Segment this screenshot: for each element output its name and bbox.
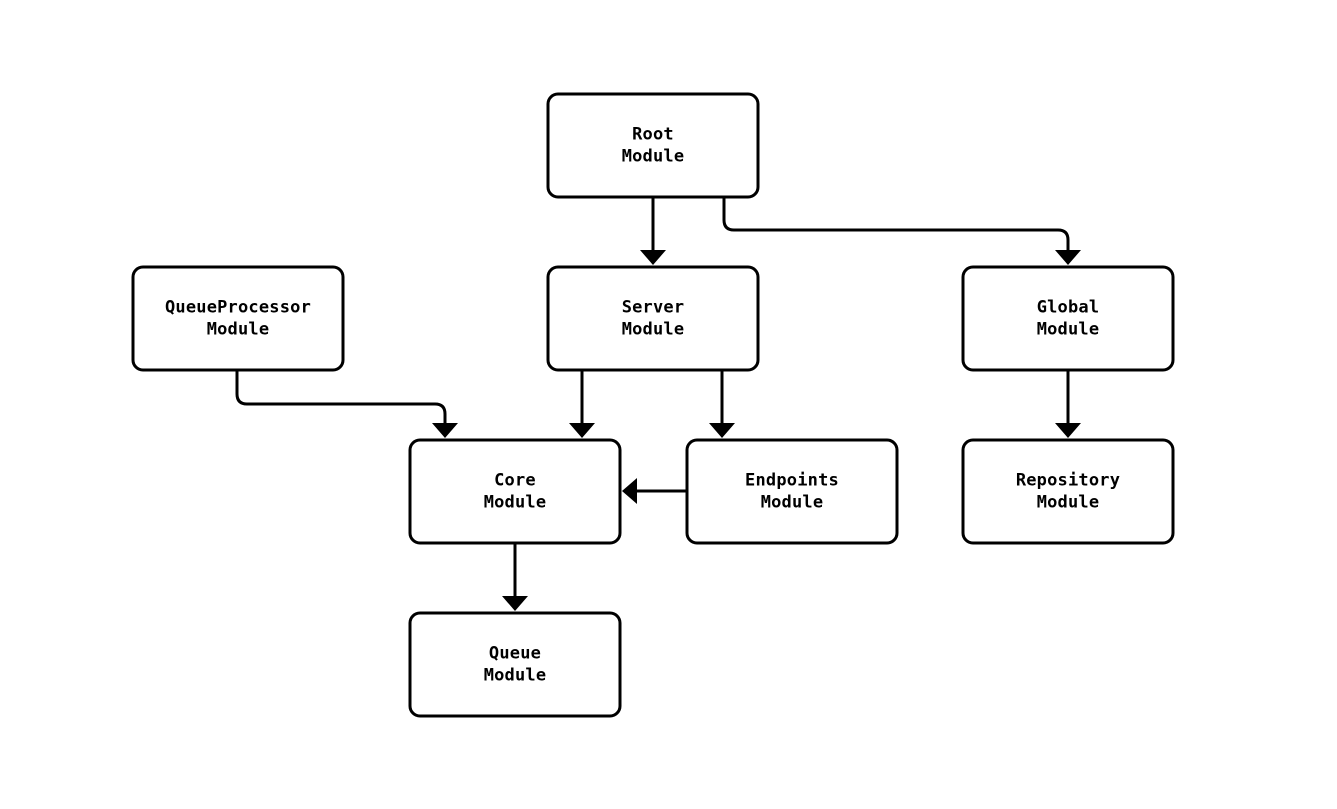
edge-root-to-global-line <box>722 197 1070 250</box>
server-module-node-shape[interactable] <box>546 265 760 372</box>
edge-global-to-repository <box>1055 370 1081 438</box>
server-module-node-label-line1: Server <box>622 298 685 318</box>
edge-server-to-endpoints-arrowhead-icon <box>709 423 735 438</box>
endpoints-module-node-label-line1: Endpoints <box>745 471 839 491</box>
root-module-node-shape[interactable] <box>546 92 760 199</box>
repository-module-node-shape[interactable] <box>961 438 1175 545</box>
edge-server-to-core-arrowhead-icon <box>569 423 595 438</box>
edge-server-to-endpoints <box>709 370 735 438</box>
core-module-node-label-line2: Module <box>484 493 547 513</box>
root-module-node-label-line1: Root <box>632 125 674 145</box>
edge-root-to-global-arrowhead-icon <box>1055 250 1081 265</box>
endpoints-module-node-shape[interactable] <box>685 438 899 545</box>
edge-queueprocessor-to-core-arrowhead-icon <box>432 423 458 438</box>
global-module-node-label-line1: Global <box>1037 298 1100 318</box>
endpoints-module-node-label-line2: Module <box>761 493 824 513</box>
edge-endpoints-to-core <box>622 478 687 504</box>
global-module-node-shape[interactable] <box>961 265 1175 372</box>
core-module-node-label-line1: Core <box>494 471 536 491</box>
core-module-node-shape[interactable] <box>408 438 622 545</box>
queue-module-node-label-line2: Module <box>484 666 547 686</box>
edges-layer <box>235 197 1081 611</box>
nodes-layer: RootModuleQueueProcessorModuleServerModu… <box>131 92 1175 718</box>
edge-root-to-server-arrowhead-icon <box>640 250 666 265</box>
queueprocessor-module-node-label-line1: QueueProcessor <box>165 298 311 318</box>
queue-module-node-shape[interactable] <box>408 611 622 718</box>
edge-core-to-queue <box>502 543 528 611</box>
edge-root-to-global <box>722 197 1081 265</box>
queueprocessor-module-node-label-line2: Module <box>207 320 270 340</box>
edge-server-to-core <box>569 370 595 438</box>
edge-endpoints-to-core-arrowhead-icon <box>622 478 637 504</box>
global-module-node-label-line2: Module <box>1037 320 1100 340</box>
queue-module-node-label-line1: Queue <box>489 644 541 664</box>
repository-module-node-label-line1: Repository <box>1016 471 1120 491</box>
repository-module-node-label-line2: Module <box>1037 493 1100 513</box>
edge-root-to-server <box>640 197 666 265</box>
edge-global-to-repository-arrowhead-icon <box>1055 423 1081 438</box>
root-module-node-label-line2: Module <box>622 147 685 167</box>
edge-queueprocessor-to-core-line <box>235 370 447 423</box>
queueprocessor-module-node-shape[interactable] <box>131 265 345 372</box>
server-module-node-label-line2: Module <box>622 320 685 340</box>
edge-core-to-queue-arrowhead-icon <box>502 596 528 611</box>
edge-queueprocessor-to-core <box>235 370 458 438</box>
